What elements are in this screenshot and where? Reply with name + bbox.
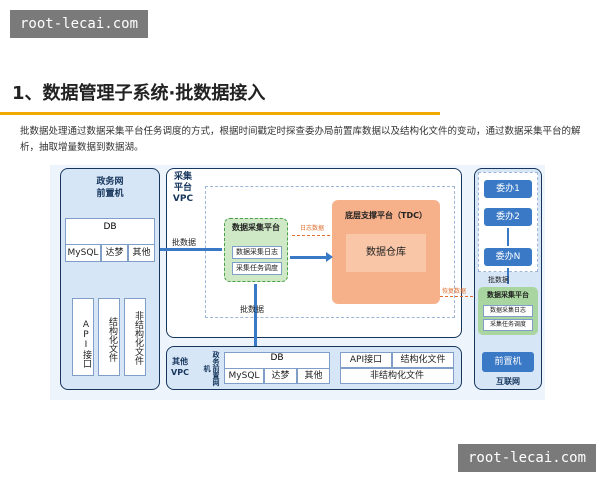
title-bar xyxy=(0,68,600,118)
watermark-bottom: root-lecai.com xyxy=(458,444,597,472)
bottom-api-box: API接口 xyxy=(340,352,392,368)
right-collect-title: 数据采集平台 xyxy=(487,291,529,299)
tdc-warehouse: 数据仓库 xyxy=(346,234,426,272)
recovered-label: 恢复数据 xyxy=(442,288,467,295)
tdc-title: 底层支撑平台（TDC） xyxy=(345,211,427,220)
batch-label-bottom: 批数据 xyxy=(240,305,264,314)
right-internet-label: 互联网 xyxy=(496,377,520,386)
right-collect-sched: 采集任务调度 xyxy=(483,319,533,331)
title-underline xyxy=(0,112,440,115)
left-api-box: API接口 xyxy=(72,298,94,376)
bottom-db-dameng: 达梦 xyxy=(264,368,297,384)
left-unstruct-box: 非结构化文件 xyxy=(124,298,146,376)
description-text: 批数据处理通过数据采集平台任务调度的方式，根据时间戳定时探查委办局前置库数据以及… xyxy=(20,126,581,153)
collect-sched-box: 采集任务调度 xyxy=(232,262,282,275)
collect-inner-dash xyxy=(205,186,455,318)
right-collect-log: 数据采集日志 xyxy=(483,305,533,317)
right-batch-arrow xyxy=(507,268,509,284)
right-front-machine: 前置机 xyxy=(482,352,534,372)
office-connector xyxy=(507,228,509,246)
office-n: 委办N xyxy=(484,248,532,266)
recovered-arrow xyxy=(440,296,478,297)
bottom-db-mysql: MySQL xyxy=(224,368,264,384)
batch-label-right: 批数据 xyxy=(488,276,509,284)
left-struct-box: 结构化文件 xyxy=(98,298,120,376)
bottom-front-label: 政务前置网机 xyxy=(203,350,220,386)
batch-label-left: 批数据 xyxy=(172,238,196,247)
collect-to-tdc-arrow xyxy=(290,256,328,259)
left-db-mysql: MySQL xyxy=(65,244,101,262)
page-title: 1、数据管理子系统·批数据接入 xyxy=(12,83,266,104)
bottom-db-label: DB xyxy=(270,353,284,363)
bottom-struct-box: 结构化文件 xyxy=(392,352,454,368)
arrow-head-icon xyxy=(326,252,333,262)
collect-platform-title: 数据采集平台 xyxy=(232,223,280,232)
bottom-to-collect-arrow xyxy=(254,284,257,354)
bottom-unstruct-box: 非结构化文件 xyxy=(340,368,454,384)
left-panel-title: 政务网 前置机 xyxy=(96,177,124,199)
collect-log-box: 数据采集日志 xyxy=(232,246,282,259)
collect-vpc-label: 采集 平台 VPC xyxy=(172,172,194,204)
left-db-dameng: 达梦 xyxy=(101,244,128,262)
bottom-db-other: 其他 xyxy=(297,368,330,384)
left-to-collect-arrow xyxy=(160,248,222,251)
log-data-label: 日志数据 xyxy=(300,225,325,232)
left-db-label: DB xyxy=(103,222,117,232)
office-2: 委办2 xyxy=(484,208,532,226)
watermark-top: root-lecai.com xyxy=(10,10,149,38)
left-db-other: 其他 xyxy=(128,244,155,262)
bottom-vpc-label: 其他 VPC xyxy=(171,357,189,377)
office-1: 委办1 xyxy=(484,180,532,198)
log-data-arrow xyxy=(292,235,330,236)
